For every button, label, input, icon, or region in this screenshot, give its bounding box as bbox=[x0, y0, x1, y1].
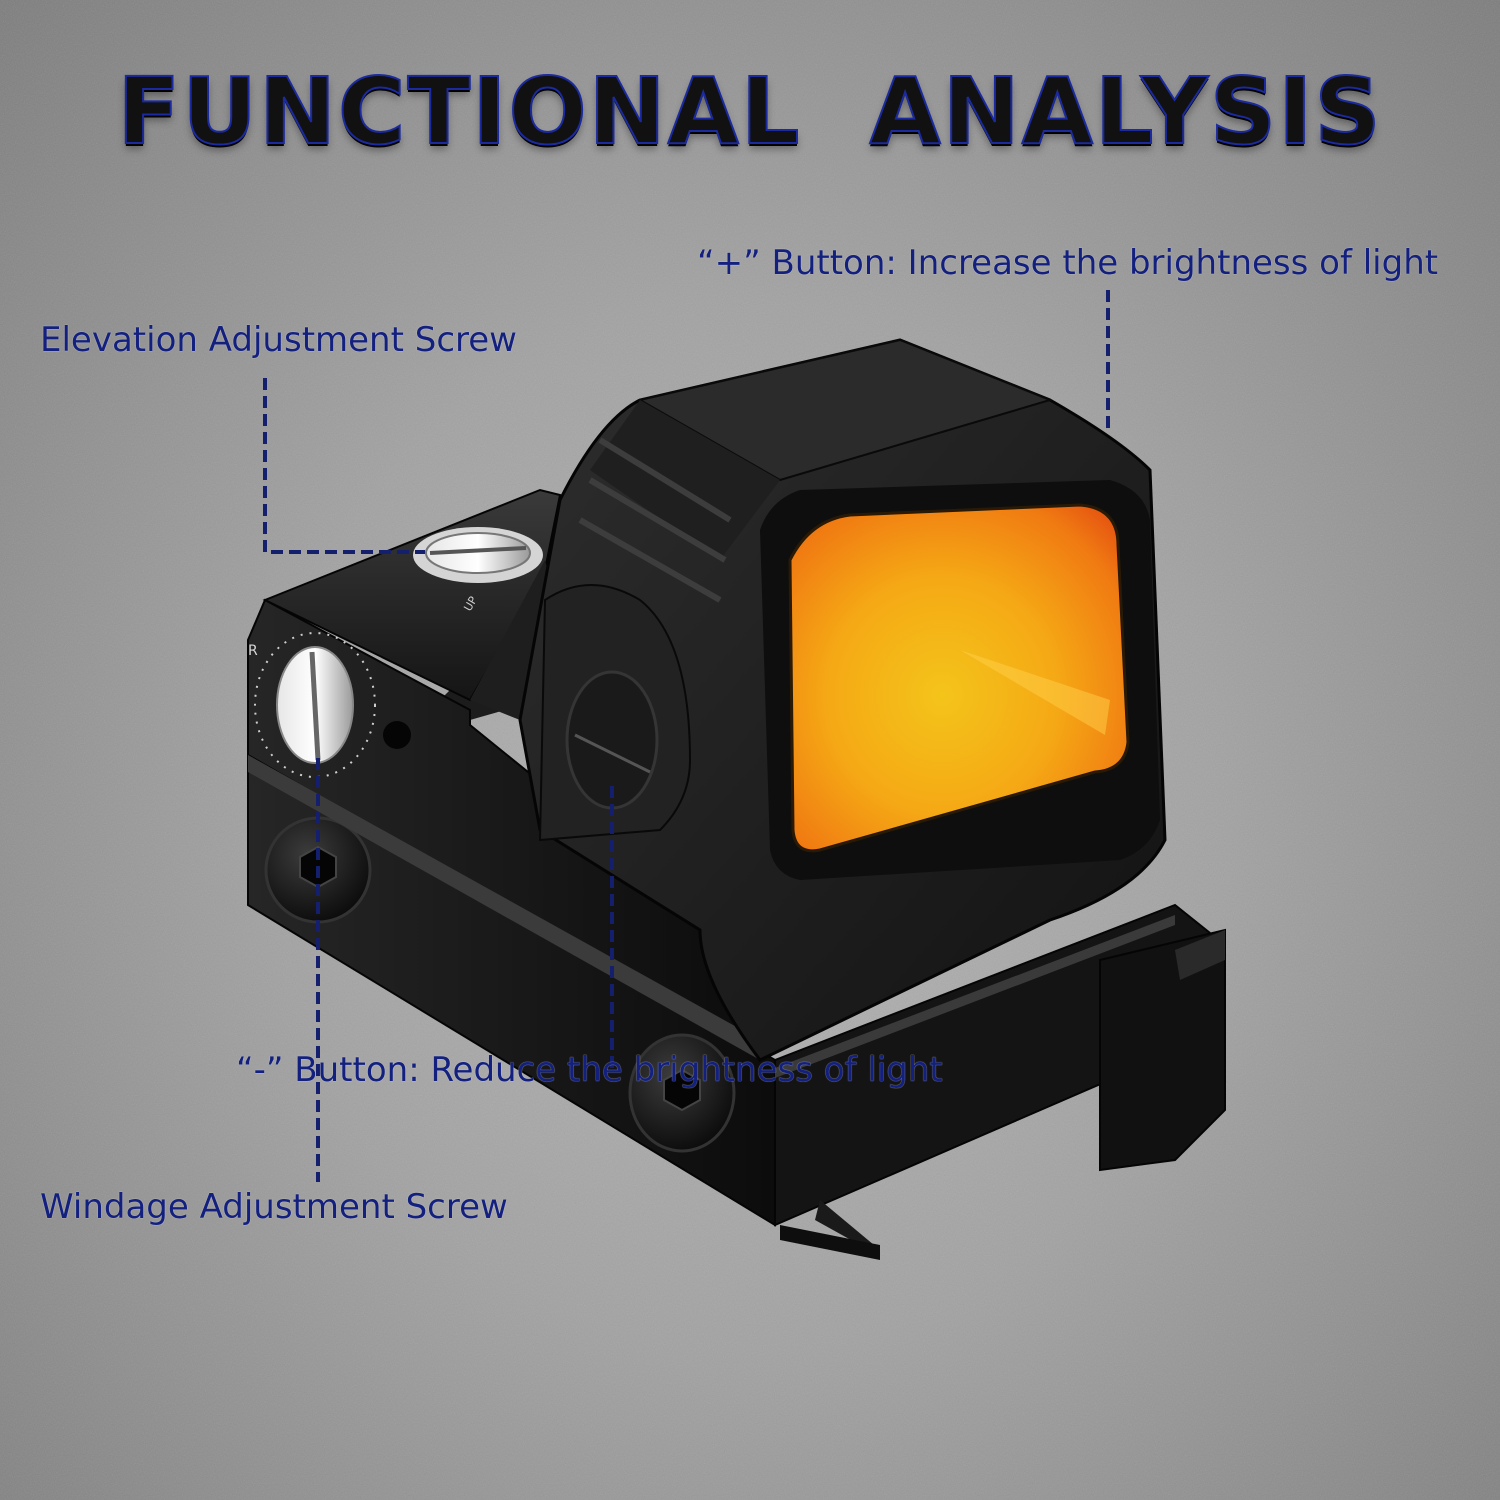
page-title: FUNCTIONAL ANALYSIS bbox=[116, 57, 1383, 166]
minus-button[interactable] bbox=[538, 584, 692, 842]
elevation-screw[interactable] bbox=[413, 527, 543, 583]
minus-button-label: “-” Button: Reduce the brightness of lig… bbox=[236, 1050, 943, 1090]
windage-screw-label: Windage Adjustment Screw bbox=[40, 1187, 508, 1227]
mount-bolt-rear bbox=[628, 1033, 736, 1153]
battery-port bbox=[383, 721, 411, 749]
elevation-screw-label: Elevation Adjustment Screw bbox=[40, 320, 517, 360]
plus-button-label: “+” Button: Increase the brightness of l… bbox=[697, 243, 1439, 283]
lens-reflection bbox=[960, 650, 1110, 735]
leader-elevation bbox=[263, 378, 425, 554]
leader-lines bbox=[263, 290, 1110, 1182]
dial-marking: R bbox=[248, 643, 258, 659]
windage-screw[interactable] bbox=[254, 632, 376, 778]
lens-window bbox=[788, 503, 1130, 853]
